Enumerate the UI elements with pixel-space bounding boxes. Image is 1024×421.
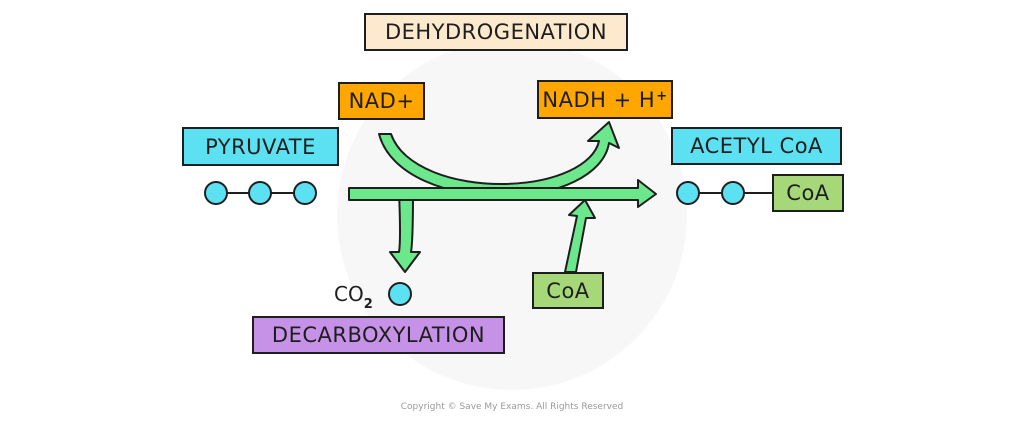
coa-input-label: CoA (546, 278, 590, 303)
carbon-atom (293, 181, 317, 205)
co2-subscript: 2 (363, 297, 373, 312)
coa-input-arrow (564, 199, 596, 273)
acetyl-coa-tag-label: CoA (786, 181, 830, 205)
nadh-box: NADH + H+ (537, 80, 673, 119)
nad-plus-label: NAD+ (348, 89, 415, 113)
co2-carbon-atom (388, 282, 412, 306)
carbon-atom (248, 181, 272, 205)
nad-plus-box: NAD+ (338, 82, 425, 120)
coa-input-box: CoA (532, 272, 604, 309)
main-conversion-arrow (348, 179, 657, 208)
carbon-atom (721, 181, 745, 205)
acetyl-coa-label: ACETYL CoA (690, 134, 823, 158)
pyruvate-molecule (204, 181, 317, 205)
dehydrogenation-box: DEHYDROGENATION (364, 13, 628, 51)
co2-release-arrow (389, 191, 421, 273)
nadh-superscript: + (656, 89, 668, 104)
acetyl-molecule (676, 181, 772, 205)
carbon-atom (204, 181, 228, 205)
carbon-atom (676, 181, 700, 205)
decarboxylation-box: DECARBOXYLATION (252, 316, 505, 354)
nadh-label: NADH + H (542, 87, 656, 112)
co2-text: CO (334, 282, 364, 306)
decarboxylation-label: DECARBOXYLATION (271, 323, 486, 347)
acetyl-coa-tag-box: CoA (772, 174, 844, 212)
copyright-footer: Copyright © Save My Exams. All Rights Re… (400, 402, 624, 412)
pyruvate-label: PYRUVATE (205, 134, 316, 159)
acetyl-coa-box: ACETYL CoA (671, 127, 842, 165)
co2-label: CO2 (334, 282, 373, 312)
dehydrogenation-label: DEHYDROGENATION (384, 20, 608, 44)
pyruvate-box: PYRUVATE (182, 127, 339, 166)
